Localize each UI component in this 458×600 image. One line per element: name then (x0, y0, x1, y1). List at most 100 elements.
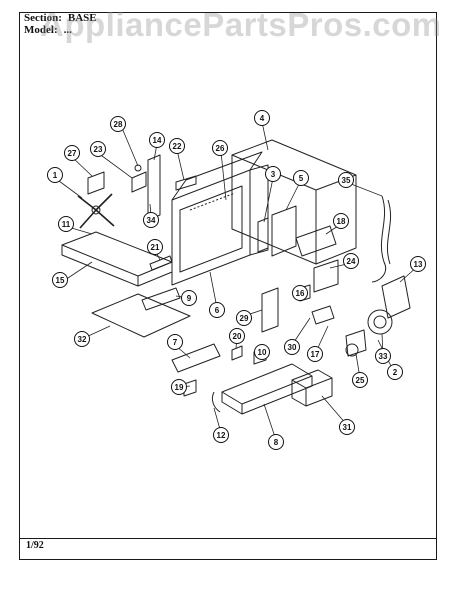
callout-number: 11 (62, 220, 71, 229)
callout-14: 14 (149, 132, 165, 148)
callout-number: 10 (258, 348, 267, 357)
callout-circle (47, 167, 63, 183)
callout-number: 23 (94, 145, 103, 154)
callout-circle (333, 213, 349, 229)
callout-number: 24 (347, 257, 356, 266)
callout-circle (229, 328, 245, 344)
callout-number: 26 (216, 144, 225, 153)
callout-35: 35 (338, 172, 354, 188)
callout-19: 19 (171, 379, 187, 395)
callout-21: 21 (147, 239, 163, 255)
callout-24: 24 (343, 253, 359, 269)
callout-circle (254, 344, 270, 360)
callout-circle (236, 310, 252, 326)
section-value: BASE (67, 12, 97, 24)
callout-circle (213, 427, 229, 443)
callout-circle (74, 331, 90, 347)
callout-circle (212, 140, 228, 156)
callout-circle (64, 145, 80, 161)
callout-13: 13 (410, 256, 426, 272)
callout-16: 16 (292, 285, 308, 301)
section-label: Section: (24, 12, 62, 24)
callout-4: 4 (254, 110, 270, 126)
callout-circle (169, 138, 185, 154)
callout-circle (343, 253, 359, 269)
callout-circle (284, 339, 300, 355)
callout-32: 32 (74, 331, 90, 347)
callout-29: 29 (236, 310, 252, 326)
model-line: Model:... (24, 24, 78, 36)
callout-3: 3 (265, 166, 281, 182)
footer-rule (19, 538, 437, 539)
outer-cabinet-part (231, 139, 357, 265)
callout-circle (387, 364, 403, 380)
callout-33: 33 (375, 348, 391, 364)
callout-31: 31 (339, 419, 355, 435)
callout-10: 10 (254, 344, 270, 360)
callout-circle (293, 170, 309, 186)
callout-circle (58, 216, 74, 232)
callout-circle (254, 110, 270, 126)
callout-11: 11 (58, 216, 74, 232)
callout-circle (90, 141, 106, 157)
callout-circle (352, 372, 368, 388)
callout-circle (339, 419, 355, 435)
callout-number: 28 (114, 120, 123, 129)
callout-number: 27 (68, 149, 77, 158)
watermark: AppliancePartsPros.com (40, 6, 442, 43)
callout-circle (268, 434, 284, 450)
callout-18: 18 (333, 213, 349, 229)
callout-number: 13 (414, 260, 423, 269)
callout-15: 15 (52, 272, 68, 288)
callout-number: 5 (299, 174, 304, 183)
callout-number: 34 (147, 216, 156, 225)
callout-20: 20 (229, 328, 245, 344)
callout-number: 35 (342, 176, 351, 185)
callout-circle (110, 116, 126, 132)
callout-circle (171, 379, 187, 395)
callout-23: 23 (90, 141, 106, 157)
callout-2: 2 (387, 364, 403, 380)
callout-number: 30 (288, 343, 297, 352)
callout-number: 21 (151, 243, 160, 252)
callout-30: 30 (284, 339, 300, 355)
callout-9: 9 (181, 290, 197, 306)
callout-number: 4 (260, 114, 265, 123)
callout-number: 33 (379, 352, 388, 361)
callout-number: 25 (356, 376, 365, 385)
footer-date: 1/92 (26, 540, 44, 551)
callout-number: 14 (153, 136, 162, 145)
callout-number: 19 (175, 383, 184, 392)
model-value: ... (63, 24, 72, 36)
callout-number: 16 (296, 289, 305, 298)
model-label: Model: (24, 24, 58, 36)
callout-number: 31 (343, 423, 352, 432)
callout-6: 6 (209, 302, 225, 318)
callout-34: 34 (143, 212, 159, 228)
callout-number: 8 (274, 438, 279, 447)
callout-27: 27 (64, 145, 80, 161)
callout-number: 32 (78, 335, 87, 344)
callout-number: 12 (217, 431, 226, 440)
callout-5: 5 (293, 170, 309, 186)
callout-22: 22 (169, 138, 185, 154)
diagram-sheet (19, 12, 437, 560)
callout-number: 7 (173, 338, 178, 347)
callout-circle (265, 166, 281, 182)
callout-number: 2 (393, 368, 398, 377)
fan-blade-part (77, 193, 115, 229)
callout-number: 20 (233, 332, 242, 341)
callout-circle (149, 132, 165, 148)
callout-circle (181, 290, 197, 306)
callout-number: 15 (56, 276, 65, 285)
callout-circle (375, 348, 391, 364)
callout-circle (209, 302, 225, 318)
callout-28: 28 (110, 116, 126, 132)
callout-circle (147, 239, 163, 255)
callout-circle (410, 256, 426, 272)
callout-number: 29 (240, 314, 249, 323)
callout-17: 17 (307, 346, 323, 362)
callout-circle (338, 172, 354, 188)
callout-1: 1 (47, 167, 63, 183)
